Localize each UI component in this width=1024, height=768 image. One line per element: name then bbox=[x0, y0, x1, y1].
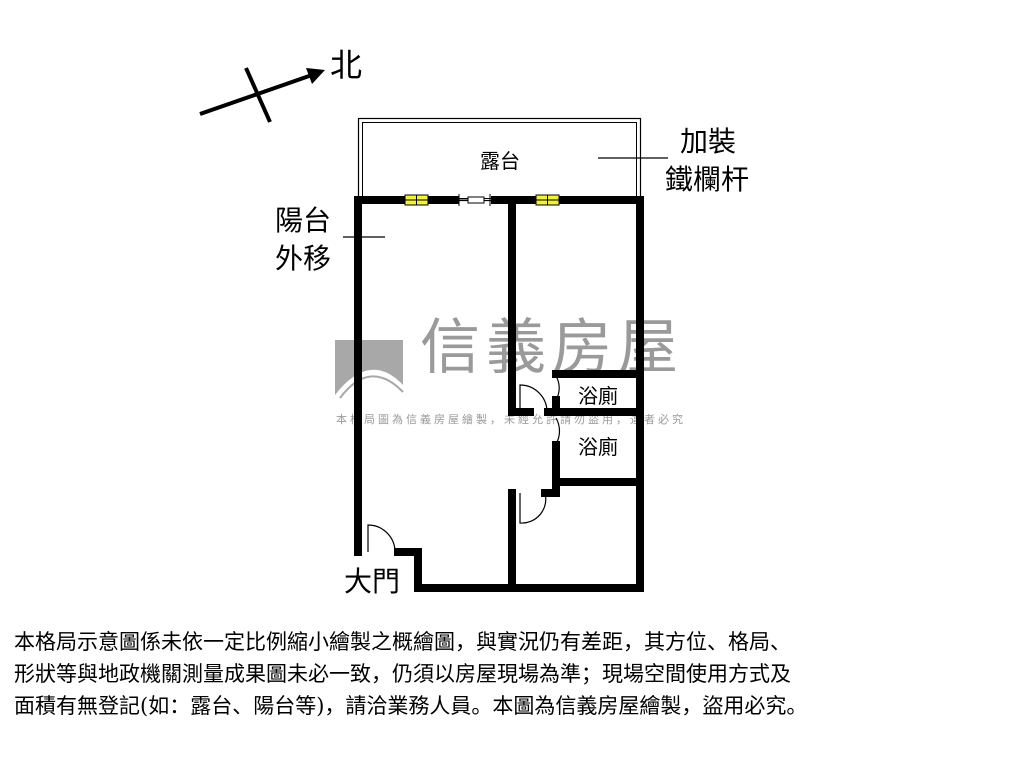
label-railing-2: 鐵欄杆 bbox=[665, 163, 750, 196]
disclaimer: 本格局示意圖係未依一定比例縮小繪製之概繪圖，與實況仍有差距，其方位、格局、 形狀… bbox=[14, 626, 1014, 722]
walls bbox=[354, 196, 644, 592]
north-arrow-icon bbox=[199, 67, 325, 123]
disclaimer-line: 本格局示意圖係未依一定比例縮小繪製之概繪圖，與實況仍有差距，其方位、格局、 bbox=[14, 630, 791, 654]
label-bathroom-1: 浴廁 bbox=[578, 384, 618, 408]
window-icon bbox=[404, 194, 560, 206]
label-balcony-1: 陽台 bbox=[275, 204, 332, 237]
disclaimer-line: 形狀等與地政機關測量成果圖未必一致，仍須以房屋現場為準；現場空間使用方式及 bbox=[14, 662, 791, 686]
door-icon bbox=[367, 375, 561, 553]
label-entrance: 大門 bbox=[344, 565, 401, 598]
label-terrace: 露台 bbox=[480, 149, 520, 173]
watermark-brand: 信義房屋 bbox=[420, 313, 684, 383]
label-railing-1: 加裝 bbox=[680, 125, 737, 158]
label-balcony-2: 外移 bbox=[275, 242, 332, 275]
label-bathroom-2: 浴廁 bbox=[578, 435, 618, 459]
watermark-notice: 本格局圖為信義房屋繪製，未經允許請勿盜用，違者必究 bbox=[336, 413, 686, 426]
disclaimer-line: 面積有無登記(如：露台、陽台等)，請洽業務人員。本圖為信義房屋繪製，盜用必究。 bbox=[14, 694, 808, 718]
sliding-door-icon bbox=[458, 194, 491, 206]
compass-label: 北 bbox=[330, 46, 363, 84]
